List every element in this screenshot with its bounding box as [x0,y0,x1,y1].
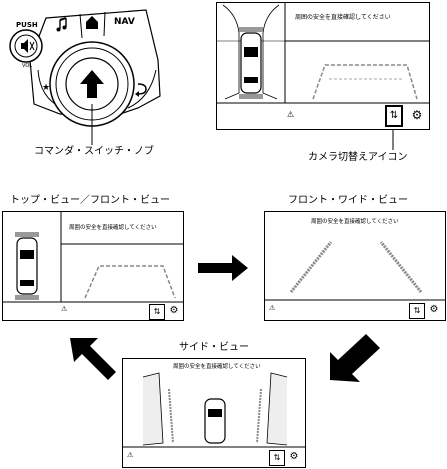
front-wide-gear-icon[interactable]: ⚙ [429,304,439,315]
top-front-camera-switch-icon[interactable]: ⇅ [149,304,165,320]
side-view-screen: 周囲の安全を直接確認してください ⚠ ⇅ ⚙ [122,358,306,468]
side-view-drawing [123,372,306,448]
gear-icon[interactable]: ⚙ [411,108,423,122]
top-screen-sensor-icon: ⚠ [287,110,295,119]
speaker-mute-icon[interactable] [0,0,170,140]
top-front-view-title: トップ・ビュー／フロント・ビュー [10,195,170,206]
top-front-gear-icon[interactable]: ⚙ [169,305,179,316]
front-wide-banner: 周囲の安全を直接確認してください [311,219,399,225]
top-screen-banner: 周囲の安全を直接確認してください [295,14,391,21]
front-wide-view-title: フロント・ワイド・ビュー [288,195,408,206]
push-label: PUSH [16,21,38,29]
home-icon[interactable] [0,0,170,140]
top-front-view-drawing [3,212,184,303]
side-view-gear-icon[interactable]: ⚙ [289,451,299,462]
back-arrow-icon[interactable] [0,0,170,140]
top-screen: 周囲の安全を直接確認してください ⚠ ⇅ ⚙ [216,2,430,130]
vol-label: VOL [22,63,33,69]
side-view-banner: 周囲の安全を直接確認してください [173,364,261,370]
music-note-icon[interactable] [0,0,170,140]
side-view-sensor-icon: ⚠ [127,451,134,459]
top-screen-drawing [217,3,430,104]
commander-knob-callout: コマンダ・スイッチ・ノブ [34,146,154,157]
camera-switch-icon[interactable]: ⇅ [385,105,403,127]
front-wide-view-drawing [265,241,446,301]
star-icon[interactable]: ★ [42,83,51,93]
top-front-view-screen: 周囲の安全を直接確認してください ⚠ ⇅ ⚙ [2,211,184,321]
front-wide-camera-switch-icon[interactable]: ⇅ [409,303,425,319]
top-front-sensor-icon: ⚠ [61,305,68,313]
top-front-banner: 周囲の安全を直接確認してください [69,225,157,231]
side-view-camera-switch-icon[interactable]: ⇅ [269,450,285,466]
front-wide-view-screen: 周囲の安全を直接確認してください ⚠ ⇅ ⚙ [264,211,446,321]
nav-label[interactable]: NAV [114,17,135,27]
side-view-title: サイド・ビュー [179,342,249,353]
commander-switch: PUSH VOL NAV ★ [0,0,170,145]
camera-switch-callout: カメラ切替えアイコン [308,152,408,163]
up-arrow-icon[interactable] [0,0,170,140]
front-wide-sensor-icon: ⚠ [269,304,276,312]
